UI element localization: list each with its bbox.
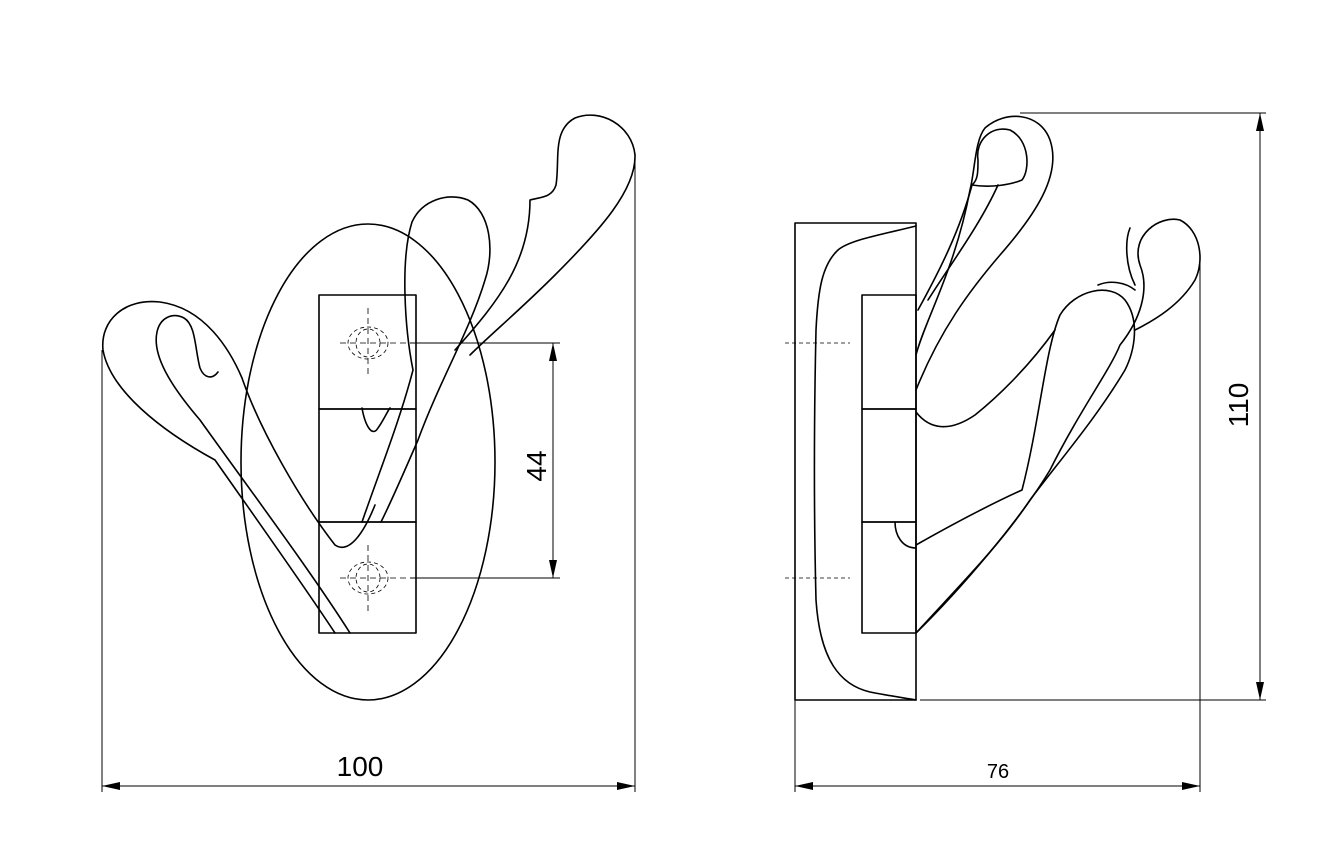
side-mount-block-top [861, 294, 917, 410]
side-hook-lower-tip [1097, 227, 1136, 291]
side-hook-upper-inner [917, 128, 1028, 311]
dim-hole-spacing-label: 44 [521, 450, 552, 481]
front-view: 100 44 [101, 114, 636, 792]
side-hook-lower-inner [915, 289, 1136, 634]
side-plate-profile [813, 225, 917, 701]
right-hook [454, 114, 636, 356]
center-hook-inner [361, 407, 391, 433]
side-hook-lower [915, 218, 1201, 634]
dim-hole-spacing: 44 [410, 342, 560, 579]
screw-hole-bottom [340, 545, 410, 613]
dim-side-height: 110 [920, 112, 1266, 701]
side-hook-upper-stem [927, 184, 999, 301]
mount-block-bottom [318, 521, 417, 634]
center-hook [361, 196, 491, 523]
side-hook-upper [915, 115, 1054, 391]
dim-side-height-label: 110 [1223, 383, 1254, 428]
side-mount-block-bottom [861, 521, 917, 634]
side-hook-bottom-curl [894, 521, 917, 549]
left-hook-outer [102, 300, 376, 634]
dim-side-depth: 76 [794, 255, 1201, 792]
side-hook-middle [915, 329, 1056, 428]
side-view: 76 110 [785, 112, 1266, 792]
screw-hole-top [340, 308, 410, 378]
mount-block-top [318, 294, 417, 410]
dim-side-depth-label: 76 [987, 761, 1009, 783]
dim-front-width-label: 100 [337, 751, 384, 782]
dim-front-width: 100 [101, 155, 636, 792]
left-hook-inner [155, 314, 351, 634]
side-mount-block-middle [861, 408, 917, 523]
oval-back-plate [240, 223, 496, 701]
